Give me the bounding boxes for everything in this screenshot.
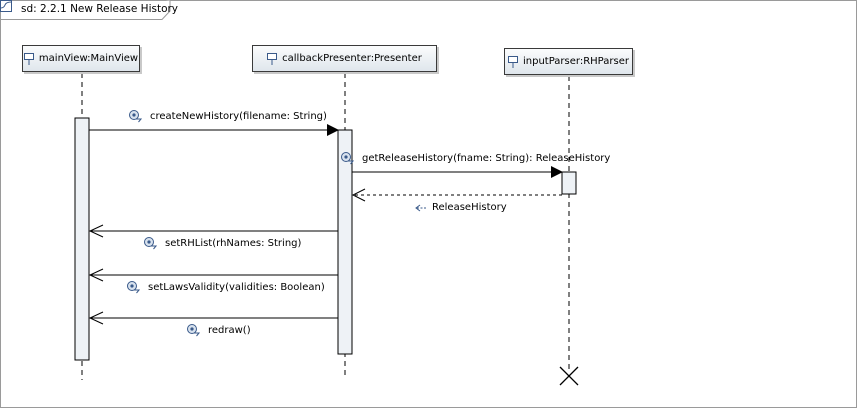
operation-gear-icon: [127, 281, 140, 294]
operation-gear-icon: [341, 152, 354, 165]
lifeline-icon: [508, 55, 518, 68]
lifeline-icon: [23, 52, 34, 65]
frame-title: sd: 2.2.1 New Release History: [21, 3, 179, 15]
activation-bar-inputparser: [561, 171, 577, 195]
message-label-getreleasehistory[interactable]: getReleaseHistory(fname: String): Releas…: [340, 151, 610, 165]
message-label-return-releasehistory[interactable]: ReleaseHistory: [414, 202, 507, 213]
operation-gear-icon: [144, 237, 157, 250]
lifeline-label: inputParser:RHParser: [523, 56, 629, 67]
lifeline-icon: [267, 52, 278, 65]
message-label-setrhlist[interactable]: setRHList(rhNames: String): [143, 236, 301, 250]
message-text: redraw(): [208, 324, 251, 336]
lifeline-head-callbackpresenter[interactable]: callbackPresenter:Presenter: [252, 45, 437, 72]
lifeline-label: mainView:MainView: [38, 53, 139, 64]
return-arrowhead: [351, 188, 366, 202]
message-label-createnewhistory[interactable]: createNewHistory(filename: String): [128, 109, 327, 123]
message-label-setlawsvalidity[interactable]: setLawsValidity(validities: Boolean): [126, 280, 325, 294]
message-text: getReleaseHistory(fname: String): Releas…: [362, 152, 611, 164]
operation-gear-icon: [187, 324, 200, 337]
message-arrowhead-setlawsvalidity: [88, 268, 104, 282]
message-text: createNewHistory(filename: String): [150, 110, 327, 122]
message-label-redraw[interactable]: redraw(): [186, 323, 251, 337]
message-text: setLawsValidity(validities: Boolean): [148, 281, 325, 293]
destruction-marker: [559, 366, 579, 386]
lifeline-head-inputparser[interactable]: inputParser:RHParser: [504, 48, 633, 75]
operation-gear-icon: [129, 110, 142, 123]
message-text: setRHList(rhNames: String): [165, 237, 302, 249]
return-arrow-icon: [415, 204, 427, 211]
frame-tab-outline: [0, 0, 171, 20]
sequence-diagram-icon: [0, 0, 12, 12]
message-arrowhead-redraw: [88, 311, 104, 325]
lifeline-head-mainview[interactable]: mainView:MainView: [22, 45, 140, 72]
message-text: ReleaseHistory: [432, 202, 507, 213]
lifeline-label: callbackPresenter:Presenter: [282, 53, 422, 64]
message-arrowhead-setrhlist: [88, 224, 104, 238]
activation-bar-callbackpresenter: [337, 129, 353, 355]
activation-bar-mainview: [74, 117, 90, 361]
